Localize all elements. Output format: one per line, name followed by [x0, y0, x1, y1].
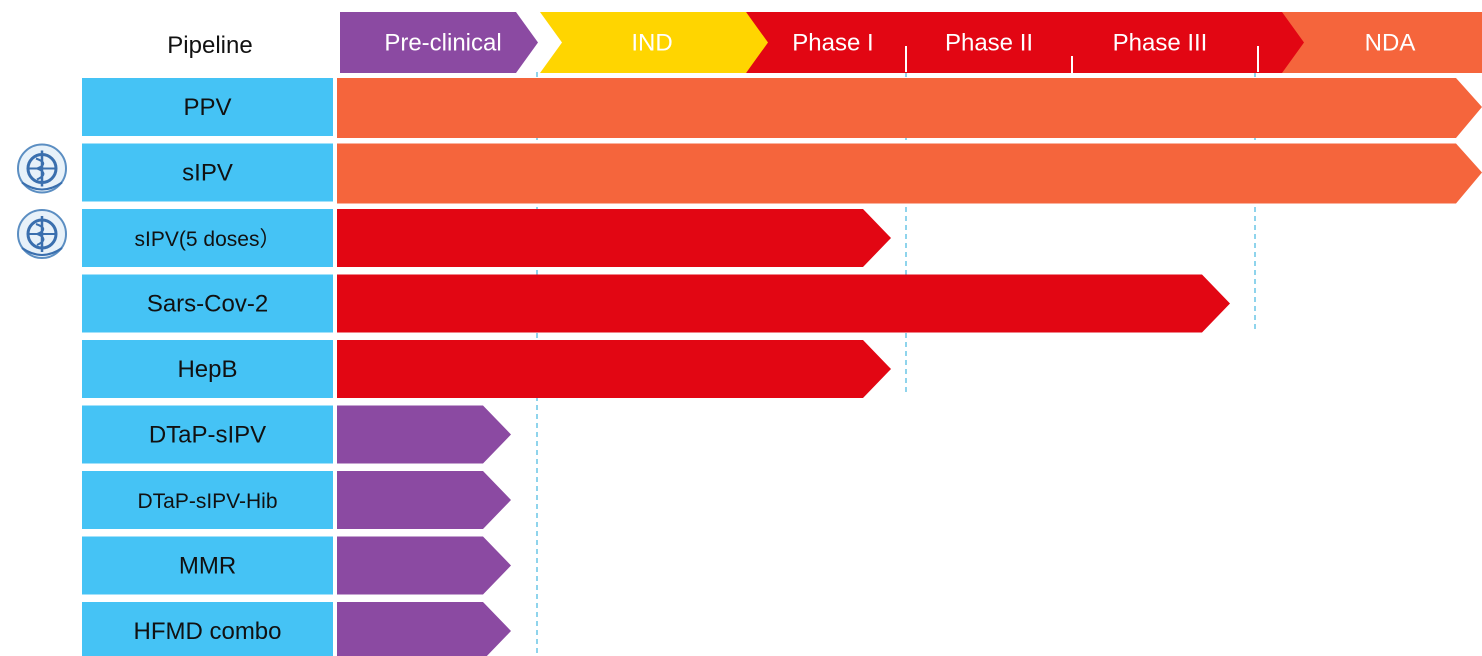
progress-bar-nda [337, 78, 1482, 138]
product-label-cell [82, 209, 333, 267]
product-name: sIPV(5 doses） [135, 228, 281, 251]
product-name: DTaP-sIPV [149, 422, 266, 449]
who-emblem-icon [17, 143, 67, 194]
product-label-cell [82, 405, 333, 464]
progress-bar-phase1 [337, 209, 891, 267]
product-label-cell [82, 143, 333, 202]
product-name: Sars-Cov-2 [147, 291, 268, 318]
product-name: PPV [183, 94, 231, 121]
pipeline-row: MMR [82, 536, 511, 595]
progress-bar-preclinical [337, 536, 511, 595]
stage-label-phase3: Phase III [1113, 30, 1208, 57]
who-emblem-icon [17, 209, 67, 259]
pipeline-row: sIPV [17, 143, 1482, 204]
progress-bar-preclinical [337, 471, 511, 529]
product-label-cell [82, 536, 333, 595]
pipeline-row: Sars-Cov-2 [82, 274, 1230, 333]
stage-arrow-phase1 [746, 12, 1308, 73]
stage-label-nda: NDA [1365, 30, 1416, 57]
progress-bar-nda [337, 143, 1482, 204]
pipeline-header-label: Pipeline [167, 32, 252, 59]
product-label-cell [82, 340, 333, 398]
product-name: HFMD combo [133, 618, 281, 645]
stage-arrow-nda [1282, 12, 1482, 73]
stage-header: Pipeline Pre-clinical IND Phase I Phase II P… [167, 12, 1482, 73]
pipeline-row: DTaP-sIPV-Hib [82, 471, 511, 529]
stage-arrow-ind [540, 12, 770, 73]
product-label-cell [82, 78, 333, 136]
product-name: DTaP-sIPV-Hib [137, 490, 277, 513]
stage-arrow-preclinical [340, 12, 538, 73]
stage-label-phase1: Phase I [792, 30, 873, 57]
stage-label-preclinical: Pre-clinical [384, 30, 501, 57]
pipeline-row: sIPV(5 doses） [17, 209, 891, 267]
product-name: HepB [177, 356, 237, 383]
progress-bar-preclinical [337, 405, 511, 464]
pipeline-row: HFMD combo [82, 602, 511, 656]
stage-label-phase2: Phase II [945, 30, 1033, 57]
pipeline-row: HepB [82, 340, 891, 398]
progress-bar-preclinical [337, 602, 511, 656]
pipeline-row: DTaP-sIPV [82, 405, 511, 464]
pipeline-row: PPV [82, 78, 1482, 138]
product-name: sIPV [182, 160, 233, 187]
product-label-cell [82, 471, 333, 529]
progress-bar-phase1 [337, 340, 891, 398]
stage-label-ind: IND [631, 30, 672, 57]
progress-bar-phase3 [337, 274, 1230, 333]
product-label-cell [82, 274, 333, 333]
product-name: MMR [179, 553, 236, 580]
product-label-cell [82, 602, 333, 656]
